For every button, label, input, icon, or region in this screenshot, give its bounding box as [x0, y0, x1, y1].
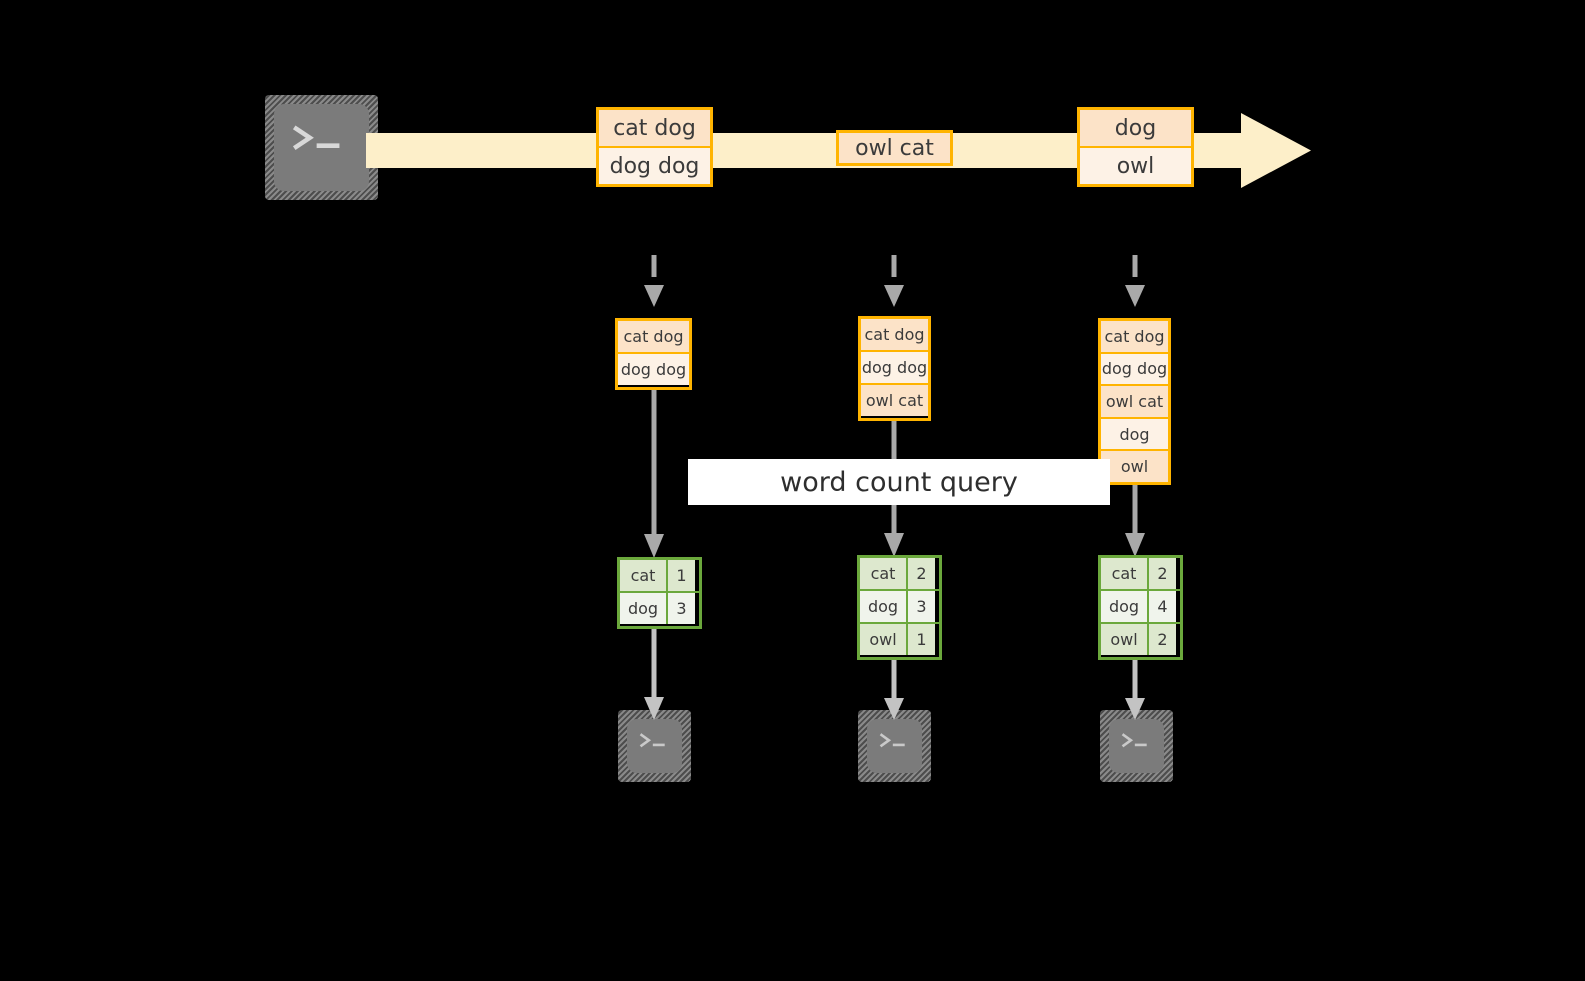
table-row: dog 3 [620, 591, 699, 624]
snapshot-2-input-table[interactable]: cat dog dog dog owl cat [858, 316, 931, 421]
terminal-prompt-icon [879, 732, 905, 748]
stream-event-2[interactable]: owl cat [836, 130, 953, 166]
snapshot-1-result-table[interactable]: cat 1 dog 3 [617, 557, 702, 629]
snapshot-2-input-row: dog dog [861, 350, 928, 383]
snapshot-1-input-row: cat dog [618, 321, 689, 352]
result-count: 2 [1149, 624, 1176, 655]
result-count: 2 [1149, 558, 1176, 589]
stream-event-1-line-2: dog dog [599, 146, 710, 184]
snapshot-2-output-arrow-icon [884, 658, 904, 720]
snapshot-3-output-arrow-icon [1125, 658, 1145, 720]
result-count: 3 [668, 593, 695, 624]
snapshot-3-input-row: dog dog [1101, 351, 1168, 385]
result-word: owl [860, 624, 908, 655]
snapshot-1-input-arrow-icon [644, 255, 664, 307]
snapshot-2-input-row: cat dog [861, 319, 928, 350]
stream-event-1-line-1: cat dog [599, 110, 710, 146]
stream-event-3[interactable]: dog owl [1077, 107, 1194, 187]
terminal-body [867, 719, 922, 773]
source-terminal-icon [265, 95, 378, 200]
result-word: cat [860, 558, 908, 589]
terminal-prompt-icon [293, 125, 340, 150]
snapshot-3-input-row: dog [1101, 416, 1168, 450]
result-word: dog [620, 593, 668, 624]
result-word: cat [1101, 558, 1149, 589]
table-row: owl 2 [1101, 622, 1180, 655]
terminal-body [1109, 719, 1164, 773]
table-row: cat 1 [620, 560, 699, 591]
snapshot-3-sink-terminal-icon [1100, 710, 1173, 782]
snapshot-3-input-row: owl [1101, 449, 1168, 482]
table-row: owl 1 [860, 622, 939, 655]
snapshot-3-query-arrow-icon [1125, 483, 1145, 557]
snapshot-3-input-arrow-icon [1125, 255, 1145, 307]
snapshot-1-query-arrow-icon [644, 388, 664, 558]
snapshot-2-input-arrow-icon [884, 255, 904, 307]
result-count: 1 [908, 624, 935, 655]
snapshot-3-input-row: owl cat [1101, 384, 1168, 417]
table-row: dog 3 [860, 589, 939, 622]
result-word: owl [1101, 624, 1149, 655]
result-count: 1 [668, 560, 695, 591]
snapshot-1-output-arrow-icon [644, 627, 664, 720]
snapshot-2-input-row: owl cat [861, 383, 928, 416]
snapshot-3-result-table[interactable]: cat 2 dog 4 owl 2 [1098, 555, 1183, 660]
table-row: cat 2 [1101, 558, 1180, 589]
result-count: 4 [1149, 591, 1176, 622]
snapshot-1-input-table[interactable]: cat dog dog dog [615, 318, 692, 390]
stream-event-1[interactable]: cat dog dog dog [596, 107, 713, 187]
snapshot-1-sink-terminal-icon [618, 710, 691, 782]
query-label: word count query [688, 459, 1110, 505]
query-label-text: word count query [780, 466, 1018, 498]
result-word: dog [1101, 591, 1149, 622]
stream-event-3-line-2: owl [1080, 146, 1191, 184]
result-word: cat [620, 560, 668, 591]
snapshot-2-result-table[interactable]: cat 2 dog 3 owl 1 [857, 555, 942, 660]
stream-event-2-line-1: owl cat [839, 133, 950, 163]
terminal-body [627, 719, 682, 773]
terminal-body [274, 104, 369, 191]
snapshot-2-sink-terminal-icon [858, 710, 931, 782]
terminal-prompt-icon [639, 732, 665, 748]
snapshot-1-input-row: dog dog [618, 352, 689, 385]
terminal-prompt-icon [1121, 732, 1147, 748]
table-row: cat 2 [860, 558, 939, 589]
result-count: 3 [908, 591, 935, 622]
stream-event-3-line-1: dog [1080, 110, 1191, 146]
result-count: 2 [908, 558, 935, 589]
snapshot-3-input-table[interactable]: cat dog dog dog owl cat dog owl [1098, 318, 1171, 485]
snapshot-3-input-row: cat dog [1101, 321, 1168, 352]
table-row: dog 4 [1101, 589, 1180, 622]
result-word: dog [860, 591, 908, 622]
